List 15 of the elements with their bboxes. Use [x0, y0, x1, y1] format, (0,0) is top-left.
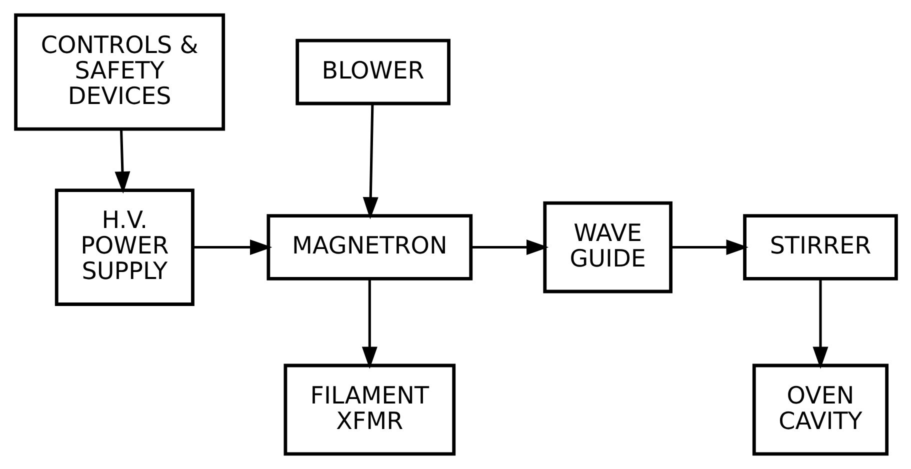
arrow — [362, 104, 378, 220]
node-box: FILAMENT XFMR — [283, 364, 456, 456]
arrow — [192, 240, 272, 256]
node-box: BLOWER — [295, 38, 450, 106]
node-box: WAVE GUIDE — [542, 201, 672, 294]
arrow — [114, 129, 130, 194]
node-box: CONTROLS & SAFETY DEVICES — [14, 13, 225, 131]
node-box: STIRRER — [742, 214, 898, 280]
arrow — [470, 240, 548, 256]
node-box: H.V. POWER SUPPLY — [54, 188, 194, 306]
arrow — [670, 240, 748, 256]
arrow — [812, 278, 828, 369]
node-box: OVEN CAVITY — [752, 364, 888, 456]
node-box: MAGNETRON — [266, 214, 472, 280]
arrow — [361, 278, 377, 369]
